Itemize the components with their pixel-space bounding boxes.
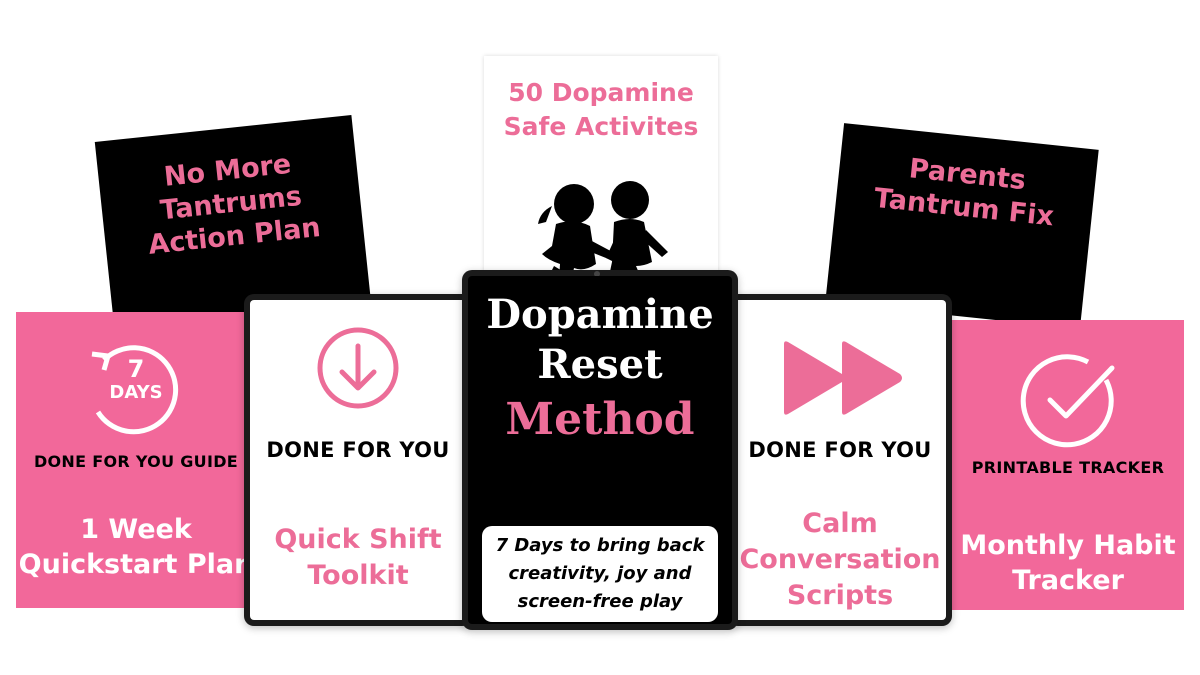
card-title: Parents Tantrum Fix <box>872 153 1056 233</box>
card-monthly-habit-tracker: PRINTABLE TRACKER Monthly Habit Tracker <box>952 320 1184 610</box>
card-dopamine-activities: 50 Dopamine Safe Activites <box>484 56 718 300</box>
card-quickstart-plan: 7 DAYS DONE FOR YOU GUIDE 1 Week Quickst… <box>16 312 256 608</box>
card-title: No More Tantrums Action Plan <box>146 148 322 261</box>
tablet-screen: DONE FOR YOU Calm Conversation Scripts <box>734 300 946 620</box>
tablet-heading: DONE FOR YOU <box>748 438 932 462</box>
card-title: 50 Dopamine Safe Activites <box>503 78 699 141</box>
tablet-title: Calm Conversation Scripts <box>739 508 941 611</box>
tagline: 7 Days to bring back creativity, joy and… <box>482 526 718 622</box>
checkmark-circle-icon <box>1020 354 1115 448</box>
card-title: 1 Week Quickstart Plan <box>18 514 254 580</box>
tablet-screen: Dopamine Reset Method 7 Days to bring ba… <box>468 276 732 624</box>
card-title: Monthly Habit Tracker <box>960 530 1176 596</box>
tablet-calm-conversation-scripts: DONE FOR YOU Calm Conversation Scripts <box>728 294 952 626</box>
tablet-quick-shift-toolkit: DONE FOR YOU Quick Shift Toolkit <box>244 294 472 626</box>
fast-forward-icon <box>784 341 902 415</box>
card-heading: PRINTABLE TRACKER <box>971 458 1165 477</box>
tablet-heading: DONE FOR YOU <box>266 438 450 462</box>
main-title-accent: Method <box>505 394 695 445</box>
card-heading: DONE FOR YOU GUIDE <box>33 452 239 471</box>
tablet-screen: DONE FOR YOU Quick Shift Toolkit <box>250 300 466 620</box>
badge-number: 7 <box>127 355 145 383</box>
download-circle-icon <box>317 327 399 409</box>
tablet-title: Quick Shift Toolkit <box>274 524 442 591</box>
main-title: Dopamine Reset <box>486 291 714 388</box>
camera-dot <box>594 271 600 277</box>
tablet-dopamine-reset-method: Dopamine Reset Method 7 Days to bring ba… <box>462 270 738 630</box>
badge-unit: DAYS <box>109 382 163 403</box>
calendar-refresh-icon <box>91 345 179 435</box>
